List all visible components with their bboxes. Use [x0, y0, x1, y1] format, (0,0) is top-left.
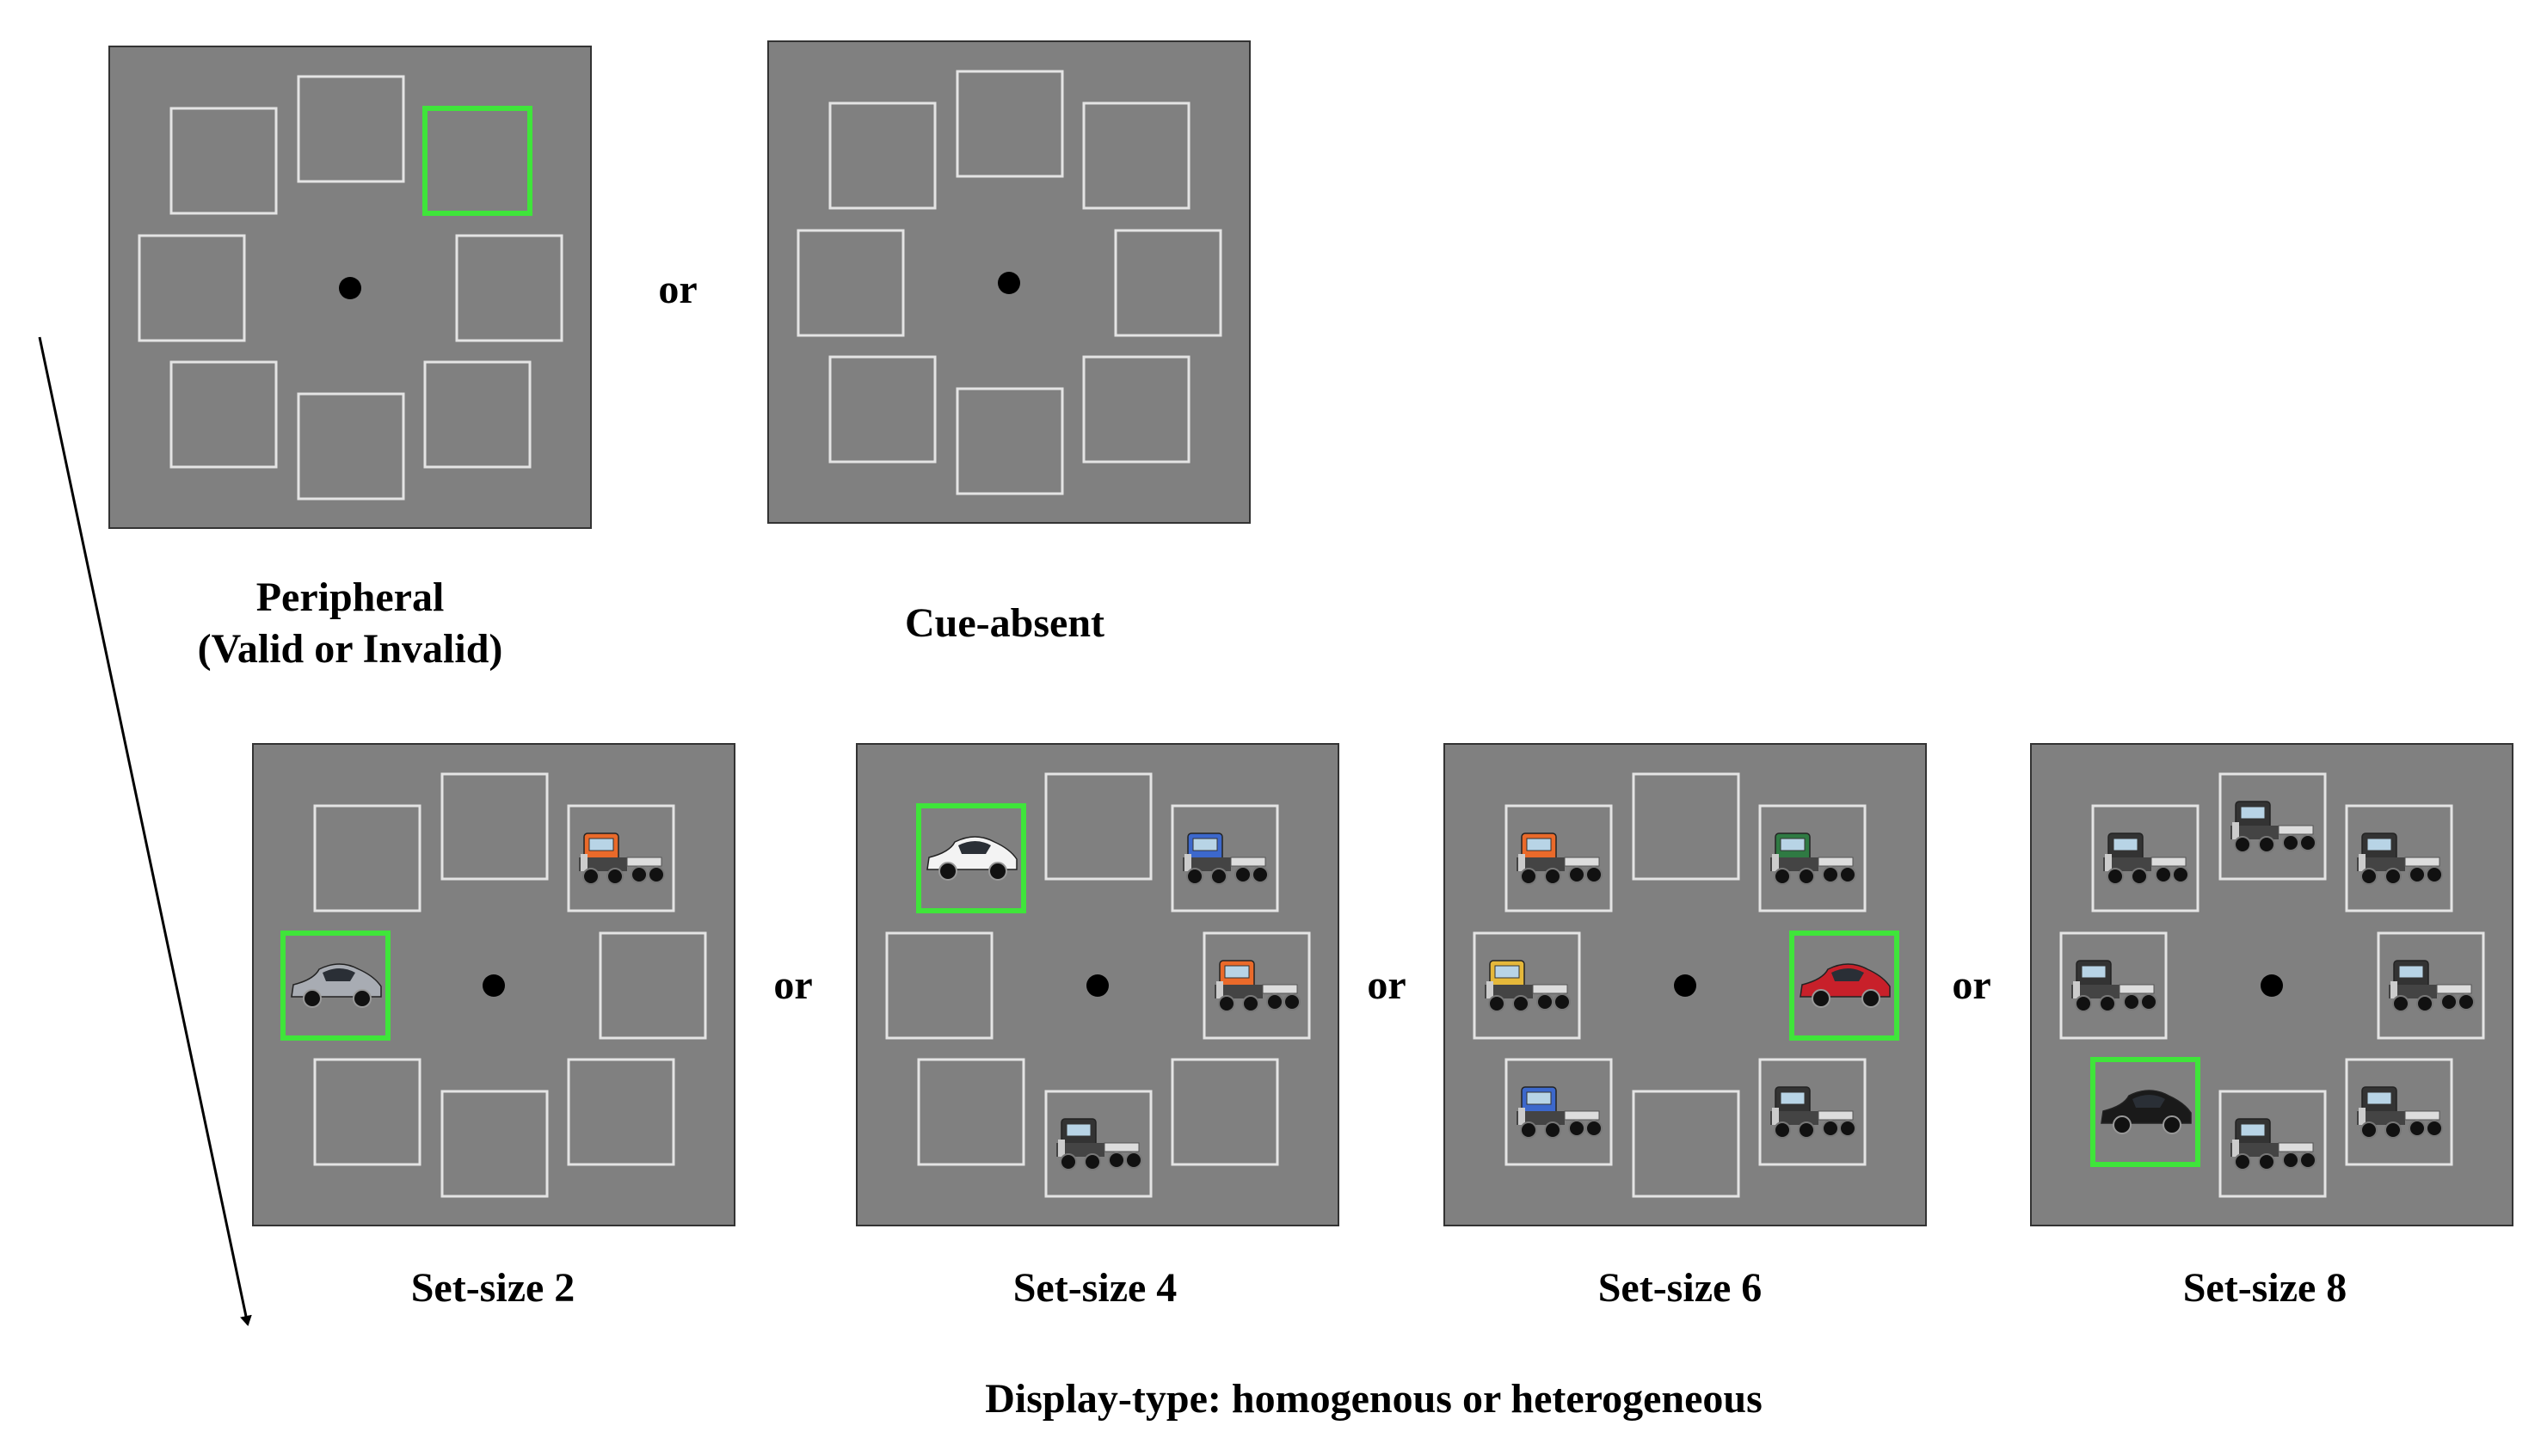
placeholder-box [1044, 772, 1153, 881]
caption-set-size-6: Set-size 6 [1597, 1265, 1763, 1311]
footer-display-type: Display-type: homogenous or heterogeneou… [985, 1376, 1763, 1422]
cue-box [1789, 931, 1899, 1041]
placeholder-box [1082, 101, 1191, 210]
placeholder-box [1082, 355, 1191, 464]
fixation-dot [1086, 974, 1109, 997]
placeholder-box [313, 1058, 421, 1166]
placeholder-box [423, 360, 532, 469]
cue-display-1 [108, 46, 592, 529]
fixation-dot [483, 974, 505, 997]
placeholder-box [138, 234, 246, 342]
caption-cue-absent: Cue-absent [904, 600, 1104, 646]
placeholder-box [313, 804, 421, 912]
placeholder-box [2059, 931, 2168, 1040]
placeholder-box [1473, 931, 1581, 1040]
placeholder-box [1758, 1058, 1867, 1166]
placeholder-box [297, 392, 405, 501]
placeholder-box [1203, 931, 1311, 1040]
search-display-3 [1443, 743, 1927, 1226]
placeholder-box [2377, 931, 2485, 1040]
placeholder-box [956, 387, 1064, 495]
placeholder-box [917, 1058, 1025, 1166]
placeholder-box [440, 1090, 549, 1198]
caption-peripheral-line1: Peripheral [255, 574, 445, 620]
placeholder-box [1632, 772, 1740, 881]
placeholder-box [2218, 1090, 2327, 1198]
cue-box [280, 931, 391, 1041]
time-arrow [38, 336, 252, 1326]
caption-set-size-2: Set-size 2 [410, 1265, 575, 1311]
fixation-dot [1674, 974, 1696, 997]
placeholder-box [169, 360, 278, 469]
placeholder-box [828, 101, 937, 210]
or-label-search-2: or [1367, 962, 1406, 1008]
search-display-2 [856, 743, 1339, 1226]
placeholder-box [1114, 229, 1222, 337]
placeholder-box [828, 355, 937, 464]
or-label-top: or [658, 267, 698, 312]
placeholder-box [885, 931, 994, 1040]
placeholder-box [1044, 1090, 1153, 1198]
or-label-search-3: or [1952, 962, 1991, 1008]
placeholder-box [797, 229, 905, 337]
placeholder-box [2218, 772, 2327, 881]
placeholder-box [2345, 804, 2453, 912]
placeholder-box [1504, 804, 1613, 912]
placeholder-box [1758, 804, 1867, 912]
placeholder-box [2091, 804, 2200, 912]
search-display-4 [2030, 743, 2513, 1226]
fixation-dot [339, 277, 361, 299]
placeholder-box [1171, 1058, 1279, 1166]
placeholder-box [1504, 1058, 1613, 1166]
placeholder-box [455, 234, 563, 342]
placeholder-box [169, 107, 278, 215]
fixation-dot [998, 272, 1020, 294]
search-display-1 [252, 743, 735, 1226]
caption-peripheral-line2: (Valid or Invalid) [197, 626, 503, 672]
placeholder-box [599, 931, 707, 1040]
cue-box [916, 803, 1026, 913]
placeholder-box [956, 70, 1064, 178]
caption-set-size-8: Set-size 8 [2182, 1265, 2347, 1311]
placeholder-box [1632, 1090, 1740, 1198]
cue-display-2 [767, 40, 1251, 524]
placeholder-box [567, 804, 675, 912]
fixation-dot [2261, 974, 2283, 997]
placeholder-box [297, 75, 405, 183]
placeholder-box [440, 772, 549, 881]
placeholder-box [2345, 1058, 2453, 1166]
caption-set-size-4: Set-size 4 [1012, 1265, 1178, 1311]
cue-box [2090, 1057, 2200, 1167]
placeholder-box [1171, 804, 1279, 912]
cue-box [422, 106, 532, 216]
or-label-search-1: or [773, 962, 813, 1008]
placeholder-box [567, 1058, 675, 1166]
